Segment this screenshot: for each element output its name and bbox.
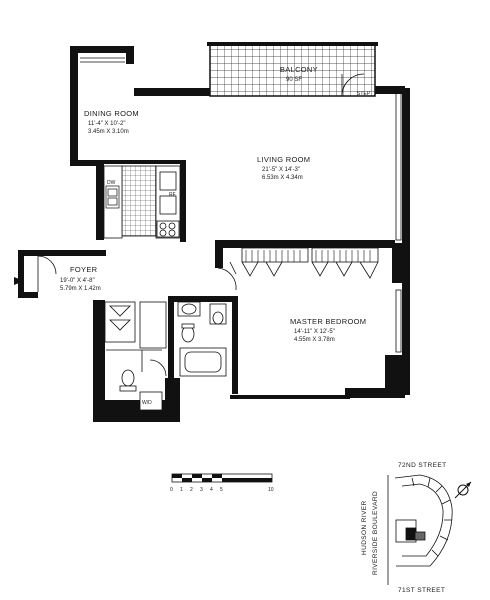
building-footprint	[394, 474, 453, 567]
riverside-boulevard-label: RIVERSIDE BOULEVARD	[372, 491, 379, 575]
master-bedroom-name: MASTER BEDROOM	[290, 317, 366, 326]
living-room-name: LIVING ROOM	[257, 155, 310, 164]
windows	[80, 57, 402, 353]
refrigerator-label: RF	[169, 192, 176, 198]
key-plan: 72ND STREET 71ST STREET HUDSON RIVER RIV…	[361, 462, 472, 594]
master-bedroom-label: MASTER BEDROOM 14'-11" X 12'-5" 4.55m X …	[290, 317, 366, 343]
master-bath	[177, 301, 227, 377]
scale-tick-3: 3	[200, 487, 203, 493]
foyer-imperial: 19'-0" X 4'-8"	[60, 278, 95, 284]
hall-bath-door	[149, 359, 167, 377]
cooktop	[156, 220, 180, 238]
foyer-name: FOYER	[70, 265, 98, 274]
balcony-area: 90 SF	[286, 77, 302, 83]
washer-dryer-label: W/D	[142, 400, 152, 406]
foyer-doors	[37, 255, 237, 292]
step-label: STEP	[357, 91, 371, 97]
living-room-imperial: 21'-5" X 14'-3"	[262, 167, 300, 173]
dining-room-metric: 3.45m X 3.10m	[88, 129, 129, 135]
living-room-label: LIVING ROOM 21'-5" X 14'-3" 6.53m X 4.34…	[257, 155, 310, 181]
master-bedroom-metric: 4.55m X 3.78m	[294, 337, 335, 343]
balcony-label: BALCONY 90 SF	[280, 65, 318, 83]
foyer-label: FOYER 19'-0" X 4'-8" 5.79m X 1.42m	[60, 265, 101, 292]
dishwasher-label: DW	[107, 180, 116, 186]
entry-arrow	[14, 277, 24, 285]
kitchen-sink	[105, 185, 120, 209]
street-72nd: 72ND STREET	[398, 462, 446, 469]
kitchen	[103, 165, 181, 239]
scale-tick-4: 4	[210, 487, 213, 493]
scale-tick-0: 0	[170, 487, 173, 493]
foyer-metric: 5.79m X 1.42m	[60, 286, 101, 292]
master-bedroom-imperial: 14'-11" X 12'-5"	[294, 329, 335, 335]
scale-tick-1: 1	[180, 487, 183, 493]
hall-bath	[104, 301, 167, 411]
scale-tick-5: 5	[220, 487, 223, 493]
dining-room-label: DINING ROOM 11'-4" X 10'-2" 3.45m X 3.10…	[84, 109, 139, 135]
balcony	[207, 42, 378, 97]
scale-tick-2: 2	[190, 487, 193, 493]
scale-bar: 0 1 2 3 4 5 10	[170, 473, 274, 493]
street-71st: 71ST STREET	[398, 587, 445, 594]
hudson-river-label: HUDSON RIVER	[361, 500, 368, 555]
closets	[229, 247, 379, 279]
dining-room-name: DINING ROOM	[84, 109, 139, 118]
scale-tick-10: 10	[268, 487, 274, 493]
north-arrow-icon	[454, 481, 472, 499]
living-room-metric: 6.53m X 4.34m	[262, 175, 303, 181]
dining-room-imperial: 11'-4" X 10'-2"	[88, 121, 125, 127]
walls	[18, 46, 410, 422]
balcony-name: BALCONY	[280, 65, 318, 74]
